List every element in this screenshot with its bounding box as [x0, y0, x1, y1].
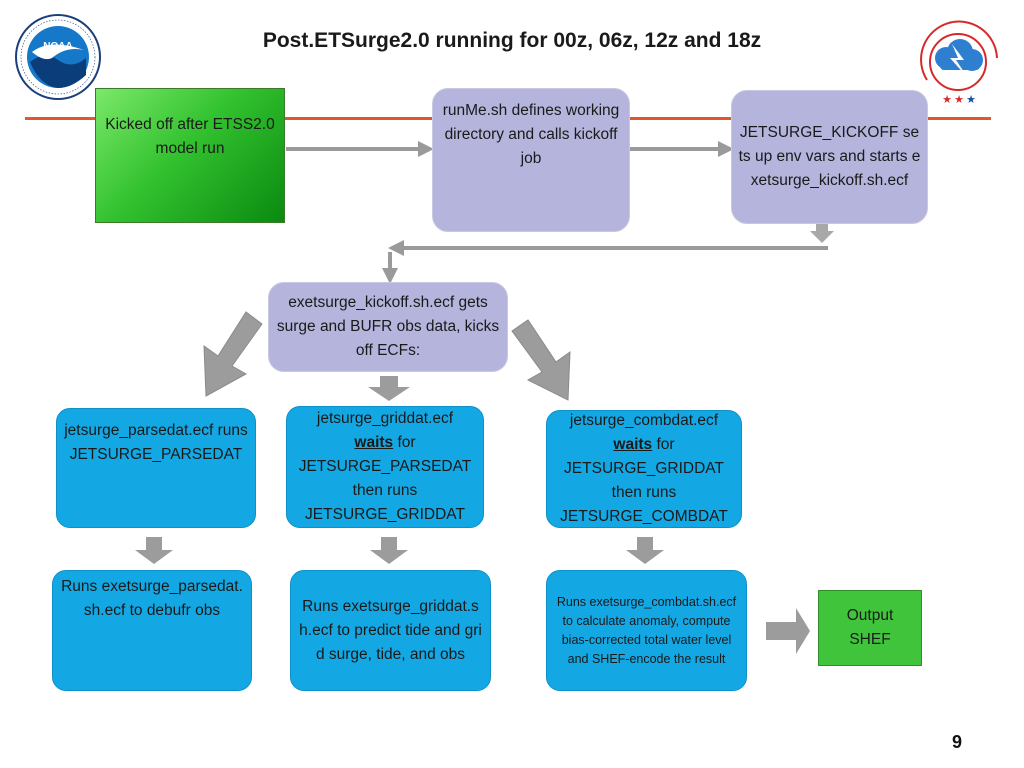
- header-rule-mid2: [628, 117, 732, 120]
- page-title: Post.ETSurge2.0 running for 00z, 06z, 12…: [262, 29, 762, 52]
- svg-text:★: ★: [966, 94, 976, 106]
- box-parsedat-text: jetsurge_parsedat.ecf runs JETSURGE_PARS…: [64, 422, 248, 463]
- box-jetsurge-kickoff: JETSURGE_KICKOFF sets up env vars and st…: [731, 90, 928, 224]
- noaa-logo: NOAA: [15, 14, 101, 100]
- box-griddat-post: for JETSURGE_PARSEDAT then runs JETSURGE…: [298, 434, 472, 523]
- box-griddat-pre: jetsurge_griddat.ecf: [316, 410, 454, 427]
- arrow-diag-right: [511, 319, 571, 401]
- box-runme-text: runMe.sh defines working directory and c…: [442, 102, 620, 167]
- box-griddat-content: jetsurge_griddat.ecf waits for JETSURGE_…: [293, 407, 477, 527]
- page-number: 9: [951, 732, 962, 752]
- box-combdat-waits: waits: [613, 436, 653, 453]
- arrow-diag-left: [203, 311, 263, 397]
- box-run-parsedat-text: Runs exetsurge_parsedat.sh.ecf to debufr…: [61, 578, 243, 619]
- box-griddat-waits: waits: [354, 434, 394, 451]
- box-run-combdat-text: Runs exetsurge_combdat.sh.ecf to calcula…: [556, 594, 737, 666]
- header-rule-right: [925, 117, 991, 120]
- box-run-parsedat: Runs exetsurge_parsedat.sh.ecf to debufr…: [52, 570, 252, 691]
- arrow-center-down: [368, 376, 410, 401]
- arrow-to-output: [766, 608, 810, 654]
- box-exetsurge-kickoff: exetsurge_kickoff.sh.ecf gets surge and …: [268, 282, 508, 372]
- box-runme: runMe.sh defines working directory and c…: [432, 88, 630, 232]
- box-output-shef: Output SHEF: [818, 590, 922, 666]
- header-rule-left: [25, 117, 95, 120]
- box-kicked-off-text: Kicked off after ETSS2.0 model run: [105, 116, 275, 157]
- box-combdat-content: jetsurge_combdat.ecf waits for JETSURGE_…: [553, 409, 735, 529]
- box-run-griddat-text: Runs exetsurge_griddat.sh.ecf to predict…: [299, 597, 482, 663]
- box-griddat: jetsurge_griddat.ecf waits for JETSURGE_…: [286, 406, 484, 528]
- box-output-shef-text: Output SHEF: [846, 607, 894, 648]
- box-run-griddat: Runs exetsurge_griddat.sh.ecf to predict…: [290, 570, 491, 691]
- box-run-combdat: Runs exetsurge_combdat.sh.ecf to calcula…: [546, 570, 747, 691]
- header-rule-mid: [285, 117, 433, 120]
- box-combdat: jetsurge_combdat.ecf waits for JETSURGE_…: [546, 410, 742, 528]
- svg-text:★: ★: [942, 94, 952, 106]
- box-kicked-off: Kicked off after ETSS2.0 model run: [95, 88, 285, 223]
- arrow-parsedat-down: [135, 537, 173, 564]
- box-combdat-pre: jetsurge_combdat.ecf: [569, 412, 719, 429]
- arrow-combdat-down: [626, 537, 664, 564]
- box-jetsurge-kickoff-text: JETSURGE_KICKOFF sets up env vars and st…: [738, 124, 921, 189]
- svg-text:★: ★: [954, 94, 964, 106]
- arrow-jetsurge-down: [810, 223, 834, 243]
- arrow-griddat-down: [370, 537, 408, 564]
- box-combdat-post: for JETSURGE_GRIDDAT then runs JETSURGE_…: [560, 436, 728, 525]
- box-parsedat: jetsurge_parsedat.ecf runs JETSURGE_PARS…: [56, 408, 256, 528]
- box-exetsurge-kickoff-text: exetsurge_kickoff.sh.ecf gets surge and …: [276, 294, 500, 359]
